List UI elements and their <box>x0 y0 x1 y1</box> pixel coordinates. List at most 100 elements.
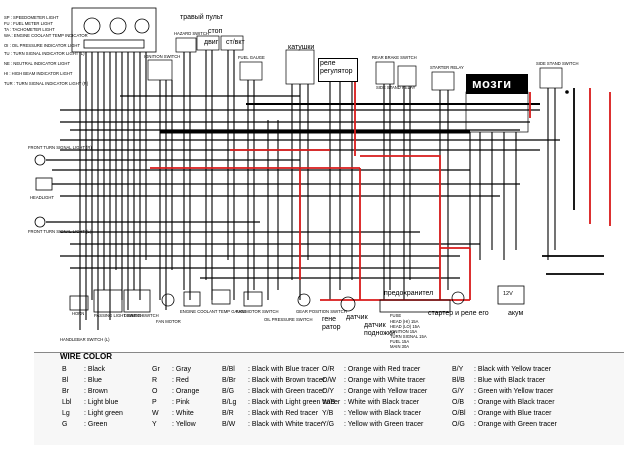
wire-code: O/Bl <box>452 410 466 417</box>
abbr-oi: OI : OIL PRESSURE INDICATOR LIGHT <box>4 43 81 48</box>
wire-name: : Orange with Red tracer <box>344 366 421 373</box>
fuse-1: HEAD (LO) 15A <box>390 324 420 329</box>
wire-name: : Black with Brown tracer <box>248 377 326 384</box>
wire-name: : Black with White tracer <box>248 421 324 428</box>
wire-code: W/B <box>322 399 336 406</box>
wire-name: : Gray <box>172 366 192 373</box>
wire-code: Lbl <box>62 399 72 406</box>
wire-name: : Black with Blue tracer <box>248 366 320 373</box>
label-starter-relay: STARTER RELAY <box>430 65 464 70</box>
abbr-hi: HI : HIGH BEAM INDICATOR LIGHT <box>4 71 73 76</box>
abbr-tur: TUR : TURN SIGNAL INDICATOR LIGHT (R) <box>4 81 89 86</box>
wire-code: B/G <box>222 388 235 395</box>
label-passing: PASSING LIGHT SWITCH <box>94 313 144 318</box>
wire-code: Y/G <box>322 421 335 428</box>
abbr-wa: WA : ENGINE COOLANT TEMP INDICATOR <box>4 33 88 38</box>
red-wires <box>150 80 611 301</box>
rele-regulator-box <box>318 58 358 82</box>
wire-name: : Black with Green tracer <box>248 388 325 395</box>
wire-code: Bl/B <box>452 377 465 384</box>
abbr-ta: TA : TACHOMETER LIGHT <box>4 27 55 32</box>
label-stop: стоп <box>208 28 223 35</box>
wire-code: W <box>152 410 159 417</box>
wire-code: O <box>152 388 158 395</box>
label-fuel-gauge: FUEL GAUGE <box>238 55 265 60</box>
wire-code: B/R <box>222 410 234 417</box>
wire-name: : Green with Yellow tracer <box>474 388 554 395</box>
wire-color-legend <box>34 352 624 445</box>
wire-name: : Pink <box>172 399 190 406</box>
label-fan-motor: FAN MOTOR <box>156 319 181 324</box>
wire-name: : White with Black tracer <box>344 399 420 406</box>
wire-code: Lg <box>62 410 70 417</box>
wire-code: G <box>62 421 68 428</box>
wire-code: B/Br <box>222 377 236 384</box>
wire-code: B/Bl <box>222 366 235 373</box>
wire-code: B/W <box>222 421 236 428</box>
label-horn: HORN <box>72 311 85 316</box>
wire-name: : Orange with White tracer <box>344 377 426 384</box>
wire-code: Bl <box>62 377 69 384</box>
label-dvig: двиг <box>204 39 219 46</box>
wire-name: : Blue with Black tracer <box>474 377 546 384</box>
wire-name: : Black with Light green tracer <box>248 399 341 406</box>
label-datchik: датчик <box>346 314 368 321</box>
label-pult: травый пульт <box>180 14 224 21</box>
wire-name: : Orange with Green tracer <box>474 421 557 428</box>
wire-code: O/R <box>322 366 335 373</box>
wire-name: : Yellow with Green tracer <box>344 421 424 428</box>
wire-name: : Black with Yellow tracer <box>474 366 552 373</box>
wire-name: : Red <box>172 377 189 384</box>
label-gear-position: GEAR POSITION SWITCH <box>296 309 347 314</box>
label-oil-pressure: OIL PRESSURE SWITCH <box>264 317 313 322</box>
label-predohranitel: предохранител <box>384 290 434 297</box>
abbr-ne: NE : NEUTRAL INDICATOR LIGHT <box>4 61 70 66</box>
wire-code: Br <box>62 388 69 395</box>
abbr-fu: FU : FUEL METER LIGHT <box>4 21 53 26</box>
wire-code: O/Y <box>322 388 335 395</box>
wire-code: O/G <box>452 421 465 428</box>
abbr-tu: TU : TURN SIGNAL INDICATOR LIGHT (L) <box>4 51 85 56</box>
fuse-5: MAIN 30A <box>390 344 410 349</box>
wire-name: : Black <box>84 366 106 373</box>
wire-code: G/Y <box>452 388 465 395</box>
wire-name: : Light green <box>84 410 123 417</box>
wire-name: : Yellow <box>172 421 196 428</box>
wire-code: R <box>152 377 158 384</box>
wire-code: B/Lg <box>222 399 237 406</box>
wire-name: : Green <box>84 421 108 428</box>
label-front-turn-r: FRONT TURN SIGNAL LIGHT (R) <box>28 145 92 150</box>
label-start: ст/вкт <box>226 39 245 46</box>
fuse-3: TURN SIGNAL 15A <box>390 334 427 339</box>
label-generator: гене ратор <box>322 316 341 331</box>
wire-name: : Yellow with Black tracer <box>344 410 422 417</box>
wire-code: B <box>62 366 67 373</box>
wire-code: O/W <box>322 377 336 384</box>
label-datchik-podnozhki: датчик подножки <box>364 322 395 337</box>
label-hazard: HAZARD SWITCH <box>174 31 209 36</box>
fuse-2: IGNITION 15A <box>390 329 418 334</box>
wire-name: : Orange with Black tracer <box>474 399 555 406</box>
wire-code: Y/B <box>322 410 334 417</box>
wire-code: O/B <box>452 399 465 406</box>
wire-name: : Orange <box>172 388 200 395</box>
wire-code: B/Y <box>452 366 464 373</box>
label-rear-brake: REAR BRAKE SWITCH <box>372 55 417 60</box>
label-katushki: катушки <box>288 44 315 51</box>
label-starter: стартер и реле его <box>428 310 489 317</box>
wire-name: : Orange with Blue tracer <box>474 410 552 417</box>
label-coolant: ENGINE COOLANT TEMP GAUGE <box>180 309 247 314</box>
wire-code: P <box>152 399 157 406</box>
wire-name: : Orange with Yellow tracer <box>344 388 428 395</box>
label-handlebar-l: HANDLEBAR SWITCH (L) <box>60 337 110 342</box>
label-side-stand-switch: SIDE STAND SWITCH <box>536 61 579 66</box>
label-fan-switch: FAN MOTOR SWITCH <box>236 309 279 314</box>
wire-code: Gr <box>152 366 160 373</box>
wire-name: : Light blue <box>84 399 119 406</box>
label-dimmer: DIMMER SWITCH <box>124 313 159 318</box>
fuse-4: FUEL 15A <box>390 339 410 344</box>
abbr-sp: SP : SPEEDOMETER LIGHT <box>4 15 59 20</box>
wire-color-title: WIRE COLOR <box>60 352 112 361</box>
